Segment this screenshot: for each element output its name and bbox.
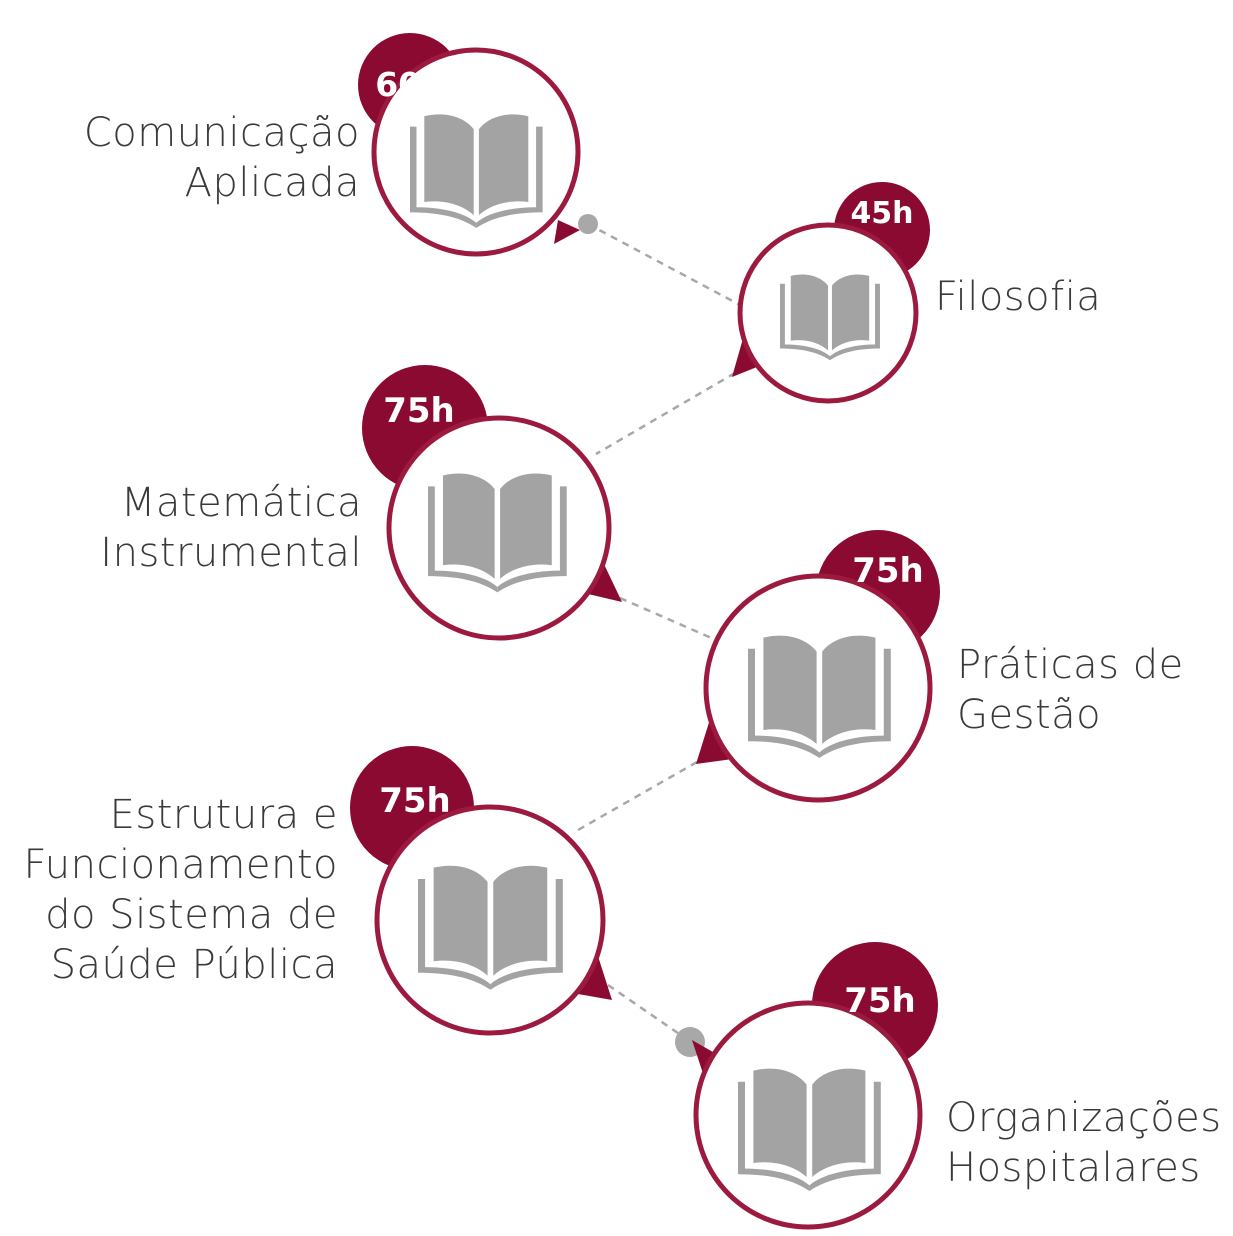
course-node-filosofia: 45h xyxy=(722,182,930,405)
course-circle xyxy=(732,182,930,404)
open-book-icon xyxy=(428,473,567,593)
course-node-matematica: 75h xyxy=(362,365,622,641)
course-circle xyxy=(358,33,581,257)
course-node-praticas: 75h xyxy=(688,530,953,810)
hours-badge: 75h xyxy=(844,981,916,1021)
open-book-icon xyxy=(748,635,891,758)
course-title: Comunicação Aplicada xyxy=(83,110,360,206)
course-circle xyxy=(692,942,938,1230)
course-circle xyxy=(696,530,940,803)
hours-badge: 75h xyxy=(852,551,924,591)
course-title: Organizações Hospitalares xyxy=(946,1095,1222,1191)
course-node-comunicacao: 60h xyxy=(358,30,598,270)
open-book-icon xyxy=(738,1068,881,1191)
open-book-icon xyxy=(418,865,563,990)
hours-badge: 45h xyxy=(850,196,914,231)
course-title: Estrutura e Funcionamento do Sistema de … xyxy=(23,792,338,988)
course-title: Filosofia xyxy=(935,274,1102,320)
hours-badge: 75h xyxy=(383,391,455,431)
course-circle xyxy=(362,365,622,641)
hours-badge: 75h xyxy=(379,781,451,821)
course-node-organizacoes: 75h xyxy=(680,942,945,1236)
course-title: Práticas de Gestão xyxy=(957,642,1184,738)
open-book-icon xyxy=(410,114,543,228)
hours-badge: 60h xyxy=(375,65,445,104)
open-book-icon xyxy=(780,274,880,361)
course-node-estrutura: 75h xyxy=(350,746,620,1040)
course-title: Matemática Instrumental xyxy=(100,480,362,576)
course-circle xyxy=(350,746,612,1036)
connector-dot xyxy=(578,214,598,234)
